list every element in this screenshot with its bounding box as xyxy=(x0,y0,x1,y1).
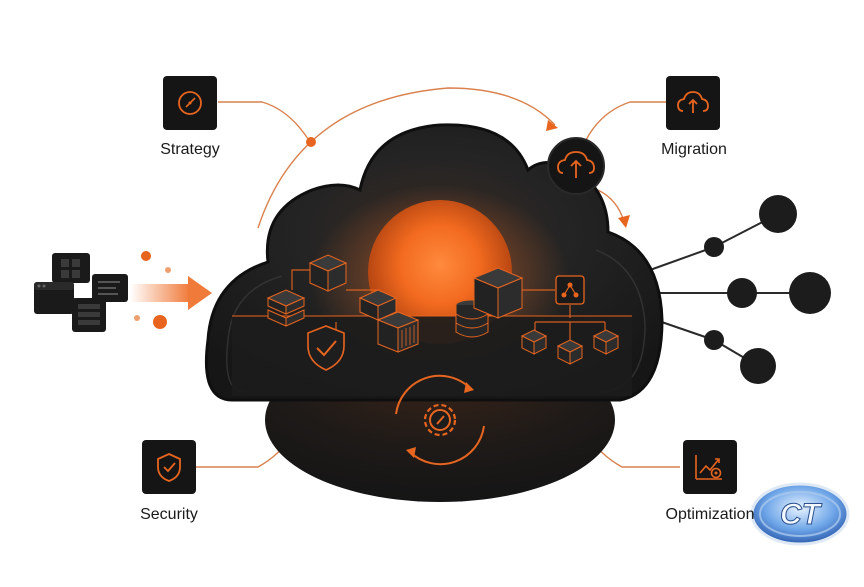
ct-logo: CT xyxy=(750,482,850,546)
grid-app-icon xyxy=(52,253,90,283)
gear-cycle-icon xyxy=(395,374,485,466)
migration-connector xyxy=(584,101,666,143)
network-node xyxy=(704,237,724,257)
document-app-icon xyxy=(92,274,128,302)
upper-arc xyxy=(257,87,556,229)
particle-dot xyxy=(165,267,171,273)
particle-dot xyxy=(153,315,167,329)
cube-icon xyxy=(308,254,348,292)
compass-icon xyxy=(178,91,202,115)
migration-label: Migration xyxy=(661,141,727,158)
shield-check-icon xyxy=(307,325,345,371)
network-node xyxy=(740,348,776,384)
security-label: Security xyxy=(140,506,198,523)
cloud-upload-icon xyxy=(677,91,709,113)
server-stack-icon xyxy=(266,289,306,327)
strategy-icon-box xyxy=(163,76,217,130)
server-app-icon xyxy=(72,298,106,332)
strategy-connector xyxy=(218,101,311,143)
center-migration-node xyxy=(547,137,605,195)
migration-icon-box xyxy=(666,76,720,130)
svg-text:CT: CT xyxy=(780,498,823,531)
network-node xyxy=(789,272,831,314)
security-icon-box xyxy=(142,440,196,494)
strategy-label: Strategy xyxy=(160,141,220,158)
small-cube-icon xyxy=(556,339,584,365)
large-cube-icon xyxy=(472,267,524,319)
optimization-icon-box xyxy=(683,440,737,494)
app-windows-cluster xyxy=(34,253,128,332)
optimization-label: Optimization xyxy=(665,506,755,523)
chart-gear-icon xyxy=(695,455,722,480)
cube-icon xyxy=(358,289,398,321)
network-node xyxy=(704,330,724,350)
container-icon xyxy=(376,311,420,353)
particle-dot xyxy=(134,315,140,321)
right-arc-arrowhead xyxy=(618,215,630,228)
small-cube-icon xyxy=(592,329,620,355)
incoming-arrow xyxy=(130,276,212,310)
particle-dot xyxy=(141,251,151,261)
strategy-node-dot xyxy=(306,137,316,147)
window-app-icon xyxy=(34,282,74,314)
network-node xyxy=(727,278,757,308)
upper-arc-arrowhead xyxy=(546,120,558,131)
network-node xyxy=(759,195,797,233)
network-hub-icon xyxy=(555,275,585,305)
small-cube-icon xyxy=(520,329,548,355)
shield-check-icon xyxy=(157,453,181,482)
